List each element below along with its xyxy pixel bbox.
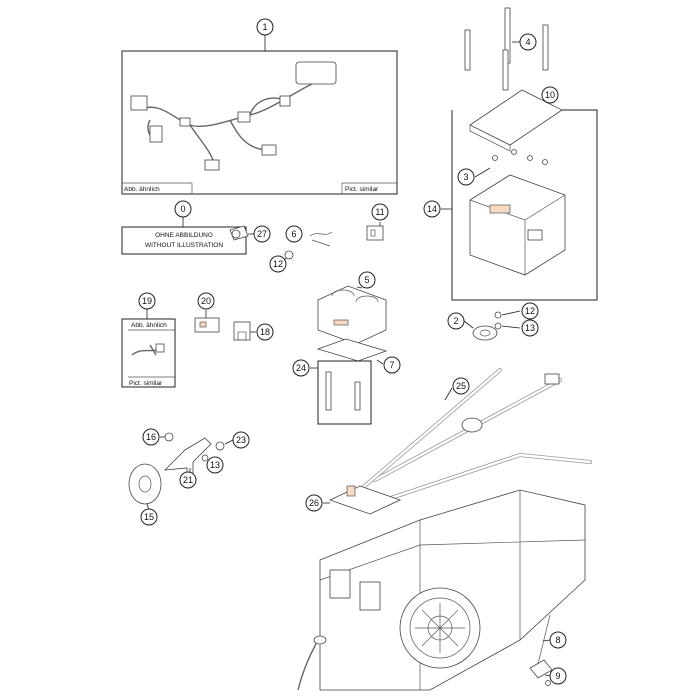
callout-0: 0 xyxy=(174,200,192,218)
svg-text:21: 21 xyxy=(183,475,193,485)
harness-drawing xyxy=(130,61,337,171)
callout-27: 27 xyxy=(253,225,271,243)
callout-18: 18 xyxy=(256,323,274,341)
callout-3: 3 xyxy=(457,168,475,186)
engine-cables-group xyxy=(323,368,592,515)
callout-8: 8 xyxy=(549,631,567,649)
callout-16: 16 xyxy=(142,428,160,446)
svg-text:18: 18 xyxy=(260,327,270,337)
note-text-de: OHNE ABBILDUNG xyxy=(155,232,213,239)
svg-text:11: 11 xyxy=(375,207,384,217)
wiring-harness-box xyxy=(121,50,398,195)
callout-23: 23 xyxy=(232,431,250,449)
horn-group xyxy=(128,432,234,511)
svg-text:5: 5 xyxy=(364,275,369,285)
svg-text:0: 0 xyxy=(180,204,185,214)
callout-4: 4 xyxy=(519,33,537,51)
svg-text:12: 12 xyxy=(525,306,535,316)
svg-text:12: 12 xyxy=(273,259,283,269)
svg-text:3: 3 xyxy=(463,172,468,182)
callout-10: 10 xyxy=(541,86,559,104)
harness-similar-label-de: Abb. ähnlich xyxy=(124,186,160,193)
sub-harness-group: Abb. ähnlich Pict. similar xyxy=(121,309,176,388)
callout-9: 9 xyxy=(549,667,567,685)
svg-text:13: 13 xyxy=(525,323,535,333)
svg-text:4: 4 xyxy=(525,37,530,47)
callout-7: 7 xyxy=(383,356,401,374)
callout-5: 5 xyxy=(358,271,376,289)
callout-20: 20 xyxy=(197,292,215,310)
callout-2: 2 xyxy=(447,312,465,330)
control-unit-group xyxy=(441,89,598,301)
callout-19: 19 xyxy=(138,292,156,310)
note-text-en: WITHOUT ILLUSTRATION xyxy=(145,242,223,249)
grommet-group xyxy=(463,310,521,341)
small-parts-group xyxy=(229,222,384,265)
sub-harness-similar-label-en: Pict. similar xyxy=(129,380,163,387)
callout-1: 1 xyxy=(256,18,274,36)
screw-set-box xyxy=(317,360,372,425)
svg-text:20: 20 xyxy=(201,296,211,306)
wiring-harness-group: Abb. ähnlich Pict. similar xyxy=(121,35,398,195)
engine-block xyxy=(297,489,586,691)
svg-text:6: 6 xyxy=(291,229,296,239)
svg-text:9: 9 xyxy=(555,671,560,681)
svg-text:23: 23 xyxy=(236,435,246,445)
svg-text:8: 8 xyxy=(555,635,560,645)
callout-12-right: 12 xyxy=(521,302,539,320)
callout-26: 26 xyxy=(305,494,323,512)
sub-harness-box xyxy=(121,318,176,388)
svg-text:19: 19 xyxy=(142,296,152,306)
bolts-group xyxy=(464,7,549,91)
callout-14: 14 xyxy=(423,200,441,218)
svg-text:24: 24 xyxy=(296,363,306,373)
svg-text:15: 15 xyxy=(144,512,154,522)
note-group: OHNE ABBILDUNG WITHOUT ILLUSTRATION xyxy=(121,217,247,255)
relay-parts-group xyxy=(194,310,256,341)
callout-11: 11 xyxy=(371,203,389,221)
svg-text:10: 10 xyxy=(545,90,555,100)
callout-13-right: 13 xyxy=(521,319,539,337)
svg-text:25: 25 xyxy=(456,381,466,391)
fuse-box-group xyxy=(316,285,388,365)
svg-text:27: 27 xyxy=(257,229,267,239)
svg-text:16: 16 xyxy=(146,432,156,442)
sub-harness-similar-label-de: Abb. ähnlich xyxy=(131,322,167,329)
callout-21: 21 xyxy=(179,471,197,489)
svg-text:14: 14 xyxy=(427,204,437,214)
callout-24: 24 xyxy=(292,359,310,377)
control-unit-box xyxy=(451,109,598,301)
svg-text:13: 13 xyxy=(210,460,220,470)
screw-set-group xyxy=(310,360,372,425)
callout-6: 6 xyxy=(285,225,303,243)
note-box xyxy=(121,226,247,255)
callout-12-upper: 12 xyxy=(269,255,287,273)
svg-text:1: 1 xyxy=(262,22,267,32)
callout-13-left: 13 xyxy=(206,456,224,474)
callout-15: 15 xyxy=(140,508,158,526)
harness-similar-label-en: Pict. similar xyxy=(345,186,379,193)
svg-text:7: 7 xyxy=(389,360,394,370)
svg-text:26: 26 xyxy=(309,498,319,508)
svg-text:2: 2 xyxy=(453,316,458,326)
callout-25: 25 xyxy=(452,377,470,395)
